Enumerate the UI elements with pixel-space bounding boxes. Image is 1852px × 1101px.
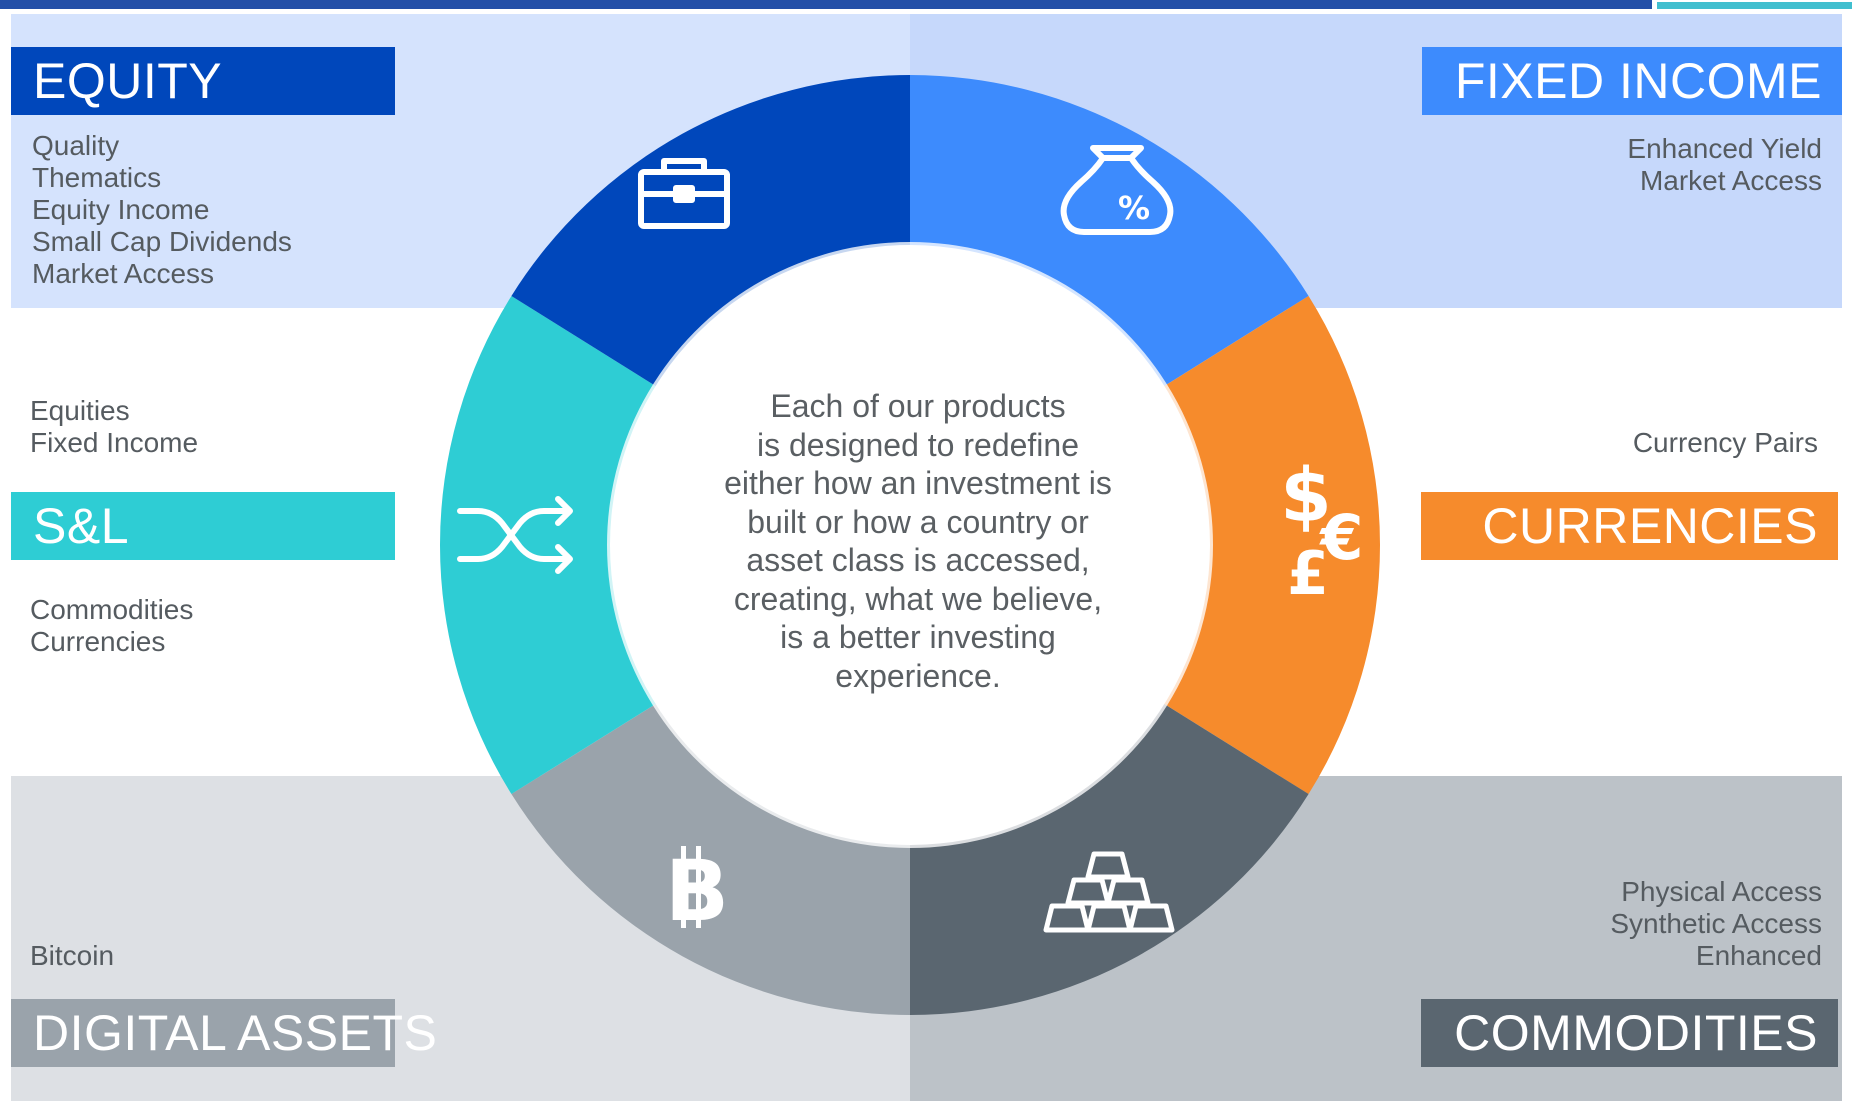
digital-assets-item: Bitcoin xyxy=(30,940,115,971)
sl-label: S&L xyxy=(11,492,395,560)
bitcoin-icon: B xyxy=(665,842,729,940)
equity-item: Quality xyxy=(32,130,120,161)
briefcase-icon xyxy=(638,158,730,229)
digital-assets-items: Bitcoin xyxy=(30,940,114,972)
sl-segment xyxy=(439,295,654,795)
center-circle xyxy=(610,245,1210,845)
currencies-items: Currency Pairs xyxy=(1633,427,1818,459)
center-text-line: Each of our products xyxy=(770,388,1066,424)
digital-assets-segment xyxy=(511,705,910,1015)
equity-label: EQUITY xyxy=(11,47,395,115)
fixed-income-items: Enhanced Yield Market Access xyxy=(1627,133,1822,197)
commodities-label: COMMODITIES xyxy=(1421,999,1838,1067)
money-bag-percent-icon: % xyxy=(1060,145,1174,235)
center-text-line: built or how a country or xyxy=(747,503,1089,540)
center-text-line: asset class is accessed, xyxy=(746,542,1090,578)
center-text-line: is designed to redefine xyxy=(757,426,1079,463)
fixed-income-item: Market Access xyxy=(1639,165,1822,196)
sl-item: Currencies xyxy=(30,626,166,657)
equity-items: Quality Thematics Equity Income Small Ca… xyxy=(32,130,292,290)
sl-item: Equities xyxy=(30,395,130,426)
center-text-line: experience. xyxy=(835,657,1001,694)
digital-assets-label: DIGITAL ASSETS xyxy=(11,999,437,1067)
commodities-item: Enhanced xyxy=(1695,940,1822,971)
fixed-income-item: Enhanced Yield xyxy=(1627,133,1822,164)
top-rule xyxy=(0,0,1652,9)
equity-item: Market Access xyxy=(32,258,215,289)
commodities-items: Physical Access Synthetic Access Enhance… xyxy=(1610,876,1822,972)
currencies-segment xyxy=(1166,295,1381,795)
equity-item: Small Cap Dividends xyxy=(32,226,292,257)
commodities-item: Physical Access xyxy=(1621,876,1822,907)
equity-item: Equity Income xyxy=(32,194,210,225)
center-text-line: is a better investing xyxy=(780,619,1056,655)
center-text-line: either how an investment is xyxy=(724,465,1112,501)
currencies-label: CURRENCIES xyxy=(1421,492,1838,560)
gold-bars-icon xyxy=(1043,851,1175,933)
fixed-income-label: FIXED INCOME xyxy=(1422,47,1842,115)
currency-symbols-icon: $ € £ xyxy=(1280,453,1363,609)
commodities-segment xyxy=(910,705,1309,1015)
sl-items-top: Equities Fixed Income xyxy=(30,395,198,459)
svg-text:$: $ xyxy=(1280,453,1332,539)
sl-item: Commodities xyxy=(30,594,194,625)
svg-text:%: % xyxy=(1118,189,1150,227)
commodities-item: Synthetic Access xyxy=(1610,908,1822,939)
currencies-item: Currency Pairs xyxy=(1632,427,1818,458)
shuffle-icon xyxy=(457,496,573,574)
svg-text:£: £ xyxy=(1287,539,1329,609)
sl-item: Fixed Income xyxy=(30,427,199,458)
equity-item: Thematics xyxy=(32,162,162,193)
equity-segment xyxy=(511,75,910,385)
svg-text:€: € xyxy=(1318,501,1363,574)
top-rule-accent xyxy=(1657,2,1852,9)
center-text-line: creating, what we believe, xyxy=(733,580,1103,617)
sl-items-bottom: Commodities Currencies xyxy=(30,594,193,658)
